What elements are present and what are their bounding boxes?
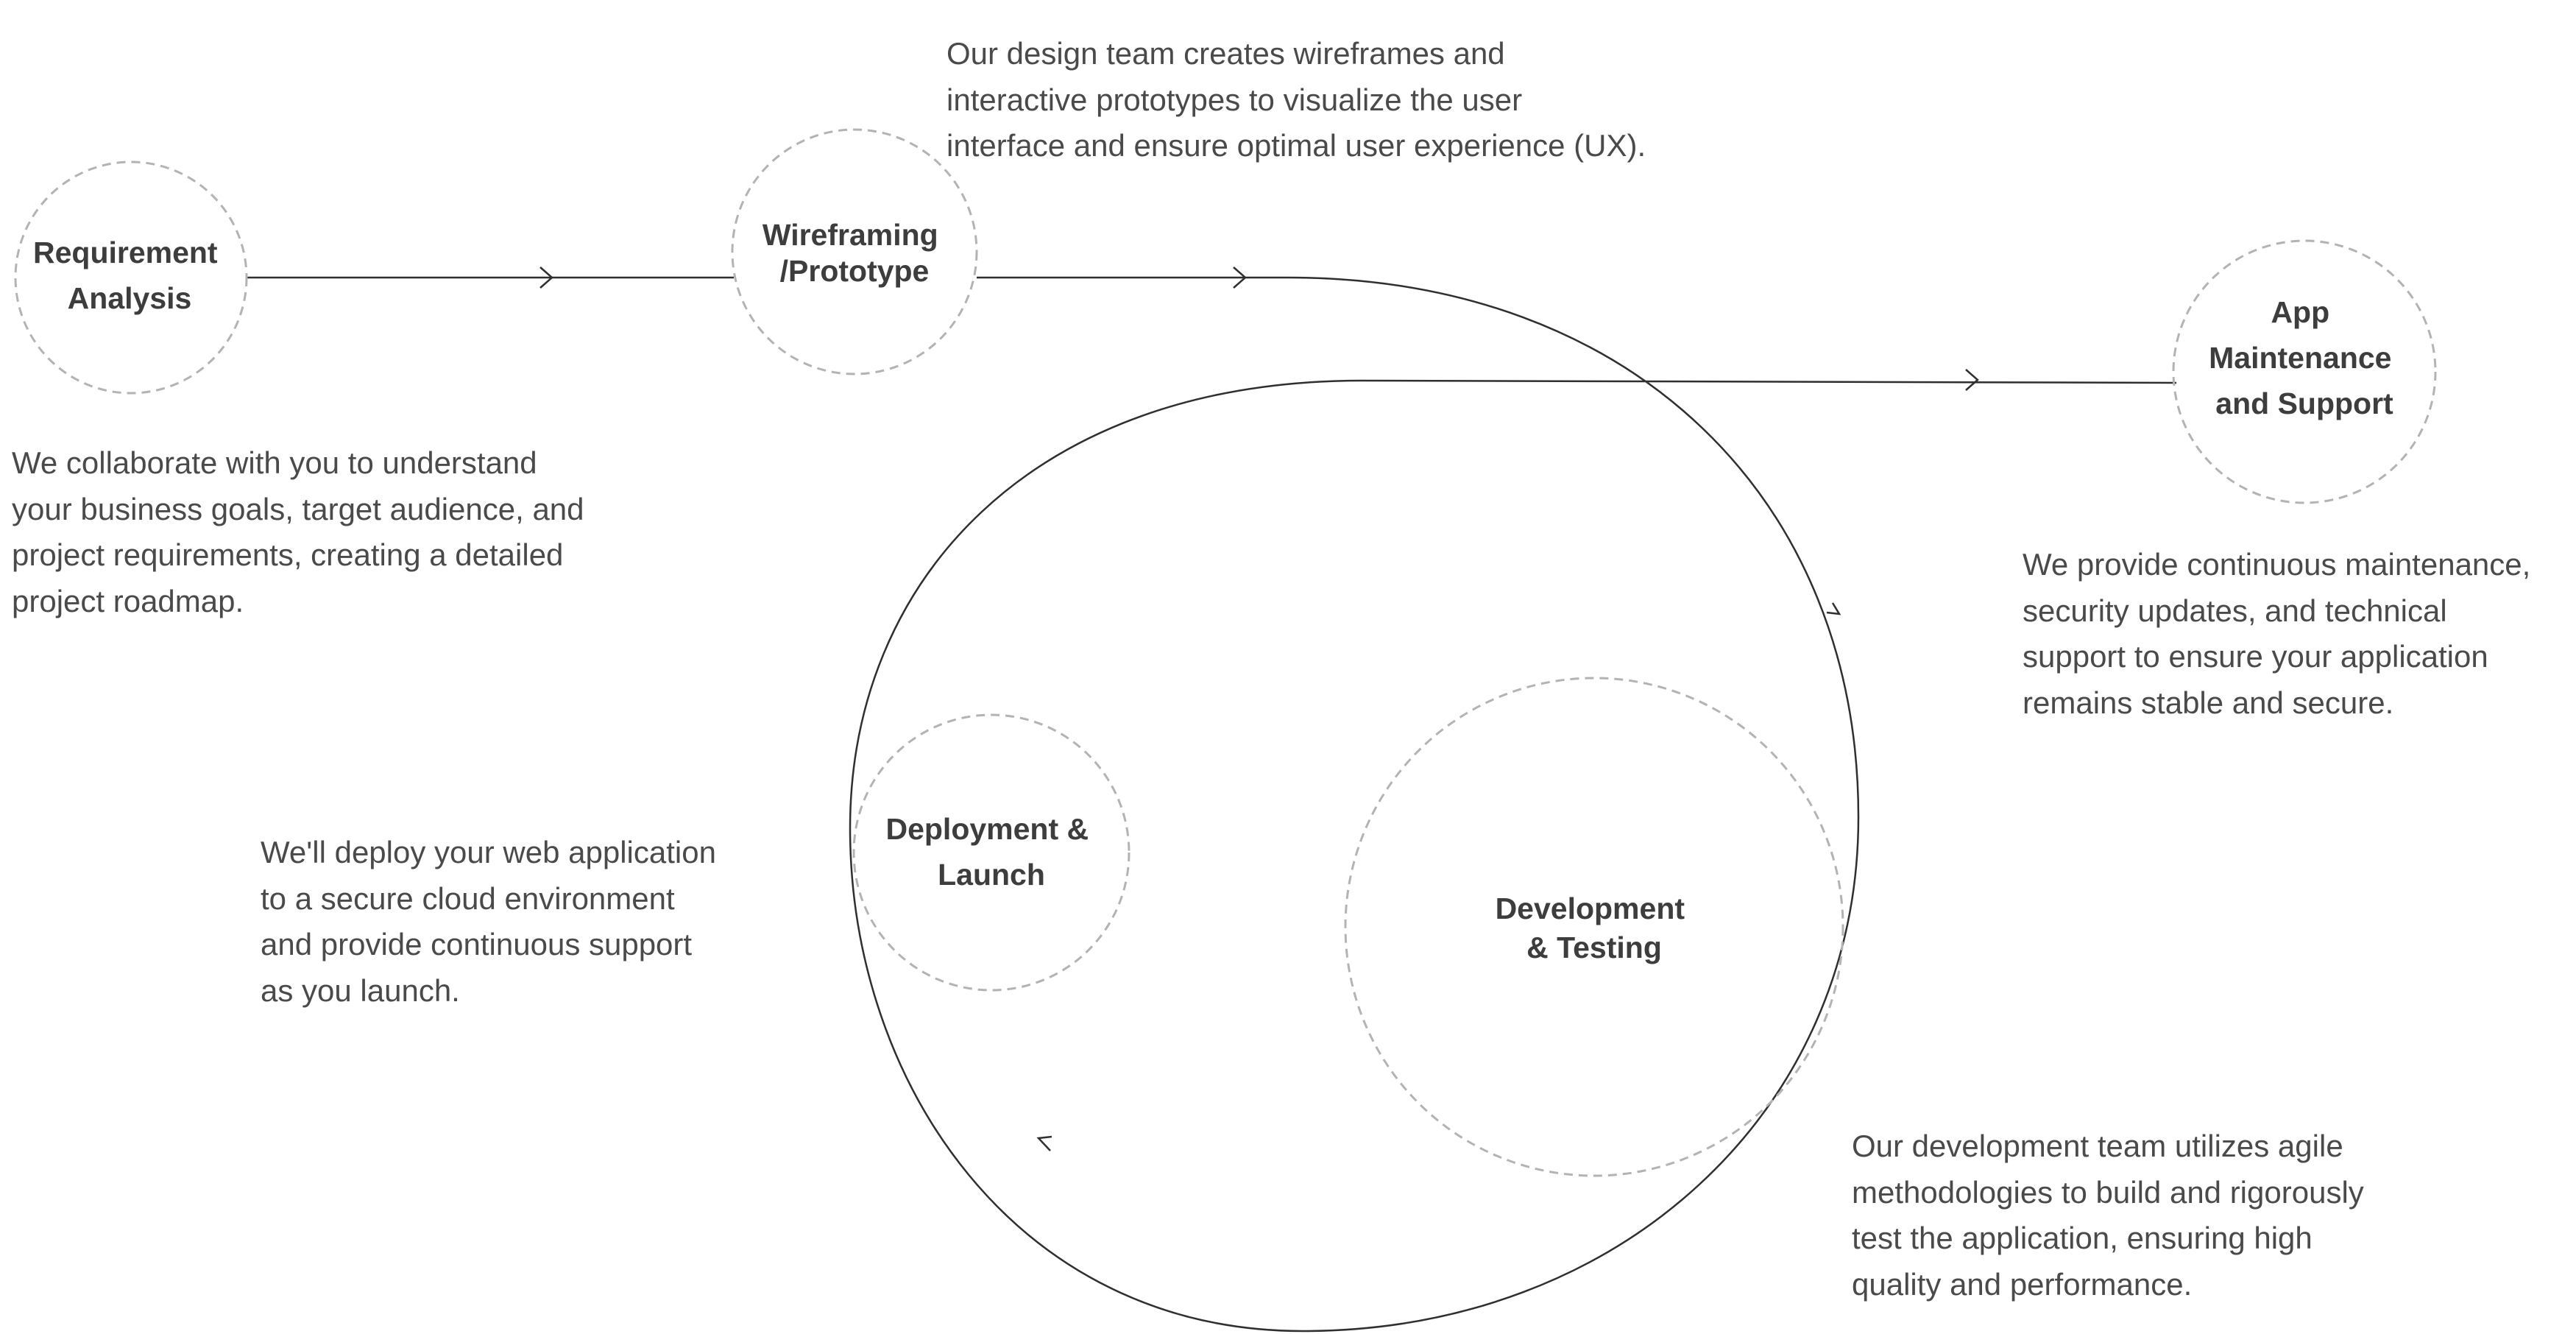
arrow-chevron-5: [1036, 1135, 1052, 1151]
wireframing-description: Our design team creates wireframes and i…: [946, 36, 1646, 163]
arrow-chevron-4: [1826, 602, 1841, 615]
connector-wireframing-to-loop: [849, 276, 2177, 1333]
deployment-description: We'll deploy your web application to a s…: [261, 835, 716, 1008]
arrow-chevron-3: [1965, 369, 1979, 391]
requirement-description: We collaborate with you to understand yo…: [12, 445, 584, 618]
arrow-chevron-1: [539, 267, 553, 289]
node-requirement-title: Requirement Analysis: [33, 236, 226, 315]
development-description: Our development team utilizes agile meth…: [1852, 1129, 2364, 1302]
node-development-title: Development & Testing: [1496, 892, 1694, 964]
node-deployment-circle: [852, 713, 1130, 992]
node-maintenance-title: App Maintenance and Support: [2209, 295, 2400, 420]
node-deployment-title: Deployment & Launch: [885, 812, 1097, 892]
node-wireframing-circle: [731, 128, 978, 375]
maintenance-description: We provide continuous maintenance, secur…: [2023, 547, 2531, 720]
node-requirement-circle: [14, 160, 248, 395]
node-maintenance-circle: [2172, 239, 2437, 504]
arrow-chevron-2: [1233, 267, 1247, 289]
node-development-circle: [1344, 677, 1844, 1177]
node-wireframing-title: Wireframing /Prototype: [762, 218, 946, 288]
